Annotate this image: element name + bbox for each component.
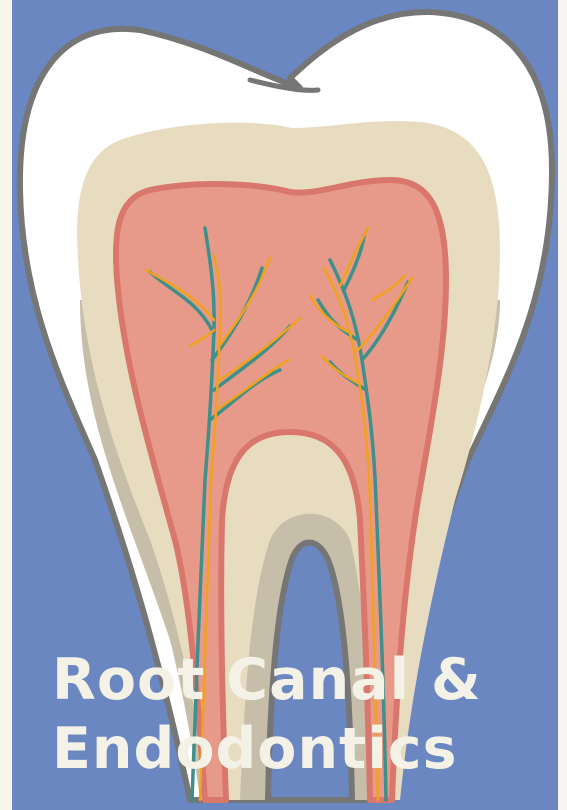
title-line-2: Endodontics xyxy=(52,715,532,784)
page-title: Root Canal & Endodontics xyxy=(52,646,532,784)
title-line-1: Root Canal & xyxy=(52,646,532,715)
